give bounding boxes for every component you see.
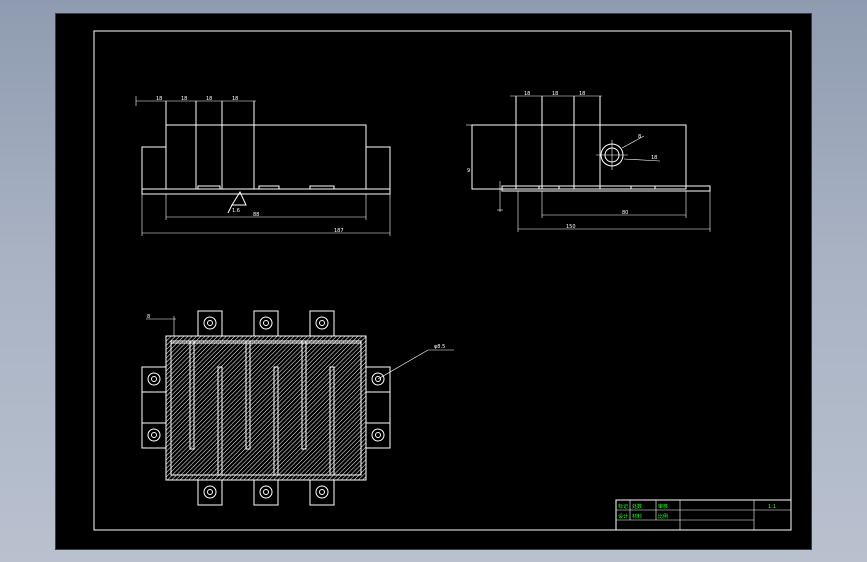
title-scale: 1:1: [768, 504, 776, 510]
drawing-border: [93, 30, 792, 531]
baffle-6: [329, 366, 335, 476]
left-mounting-tabs: [141, 366, 167, 449]
plan-body-outer: [165, 335, 367, 481]
side-view: 8 18 18 18 18 9 80 150: [466, 91, 711, 232]
title-cell-6: 比例: [658, 513, 668, 520]
bottom-mounting-tabs: [197, 479, 335, 506]
title-cell-3: 设计: [618, 513, 628, 520]
plan-view: 8: [141, 310, 454, 506]
title-cell-1: 标记: [618, 503, 628, 510]
plan-corner-label: 8: [147, 314, 150, 320]
side-dim-overall: 150: [566, 224, 576, 230]
baffle-2: [217, 366, 223, 476]
front-top-dim-1: 18: [156, 96, 162, 102]
side-top-dim-3: 18: [579, 91, 585, 97]
roughness-value: 1.6: [232, 208, 240, 214]
top-mounting-tabs: [197, 310, 335, 337]
title-cell-5: 材料: [632, 513, 642, 520]
front-top-dim-3: 18: [206, 96, 212, 102]
front-view: 18 18 18 18 88 187 1.6: [135, 96, 391, 236]
side-left-dim: 9: [467, 168, 470, 174]
side-top-dim-2: 18: [552, 91, 558, 97]
drawing-canvas[interactable]: 18 18 18 18 88 187 1.6 8 18: [56, 14, 811, 549]
title-cell-2: 处数: [632, 503, 642, 510]
right-mounting-tabs: [365, 366, 391, 449]
front-dim-inner: 88: [253, 212, 259, 218]
roughness-symbol: [231, 190, 247, 206]
side-top-dim-1: 18: [524, 91, 530, 97]
baffle-4: [273, 366, 279, 476]
side-hole-label-1: 8: [638, 134, 641, 140]
plan-leader-label: φ8.5: [434, 344, 445, 350]
side-hole-label-2: 18: [651, 155, 657, 161]
side-dim-inner: 80: [622, 210, 628, 216]
title-block: 标记 处数 设计 审核 材料 比例 1:1: [615, 499, 792, 531]
front-dim-overall: 187: [334, 228, 344, 234]
cad-drawing: 18 18 18 18 88 187 1.6 8 18: [93, 30, 792, 531]
front-top-dim-4: 18: [232, 96, 238, 102]
title-cell-4: 审核: [658, 503, 668, 510]
baffle-3: [245, 340, 251, 450]
baffle-5: [301, 340, 307, 450]
front-top-dim-2: 18: [181, 96, 187, 102]
baffle-1: [189, 340, 195, 450]
